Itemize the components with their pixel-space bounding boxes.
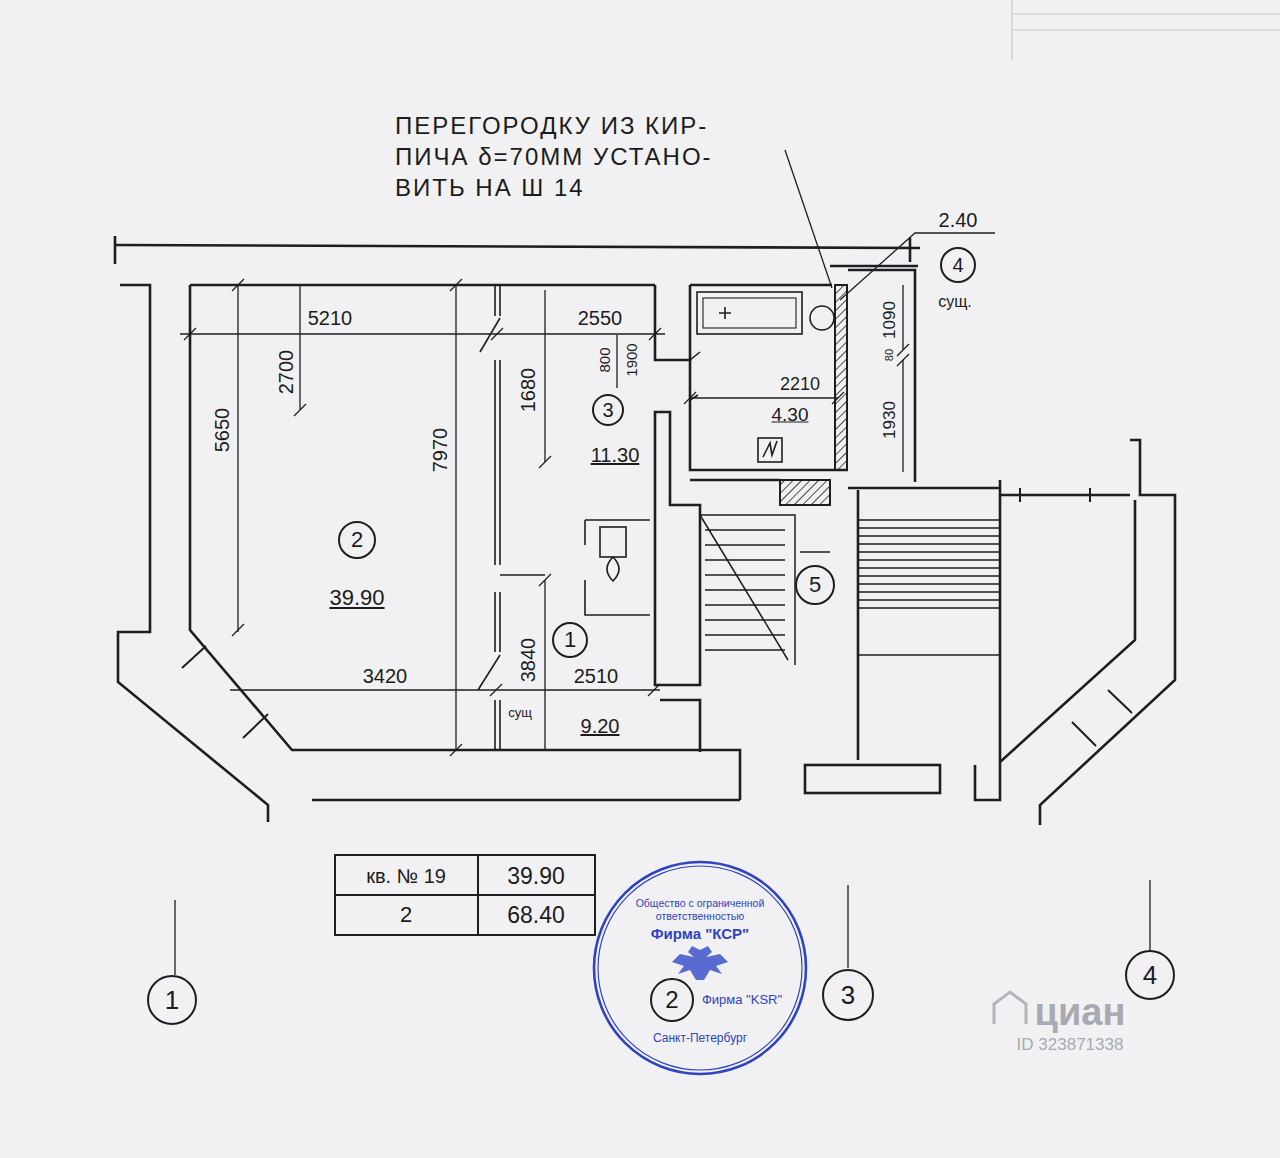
room-area: 9.20: [581, 716, 620, 736]
table-cell: 39.90: [507, 865, 565, 888]
dimension: 5650: [212, 408, 232, 453]
room-area: 11.30: [591, 445, 640, 465]
axis-bubble: 2: [650, 978, 694, 1022]
dimension: 2210: [780, 375, 820, 393]
dimension: 2550: [578, 308, 623, 328]
dimension: 2510: [574, 666, 619, 686]
node-text: 4: [952, 255, 963, 275]
window-jambs: [182, 488, 1132, 746]
axis-bubble: 4: [1125, 950, 1175, 1000]
dimension: 80: [884, 349, 895, 361]
node-text: 4: [1143, 962, 1157, 988]
dimension: 2.40: [939, 210, 978, 230]
partition: [478, 285, 545, 750]
dimension: 2700: [276, 350, 296, 395]
room-area: 11.30: [591, 445, 640, 465]
room-area: 39.90: [329, 587, 384, 609]
table-cell: 68.40: [507, 904, 565, 927]
watermark: циан: [1035, 993, 1126, 1031]
stamp-eagle: [672, 946, 728, 980]
watermark-id: ID 323871338: [1017, 1036, 1124, 1053]
dimension: 800: [597, 347, 612, 372]
node-text: 2: [351, 529, 363, 551]
room-area: 39.90: [329, 587, 384, 609]
brick-partition: [835, 285, 847, 470]
dimension: 2550: [578, 308, 623, 328]
existing-note: сущ: [508, 706, 532, 719]
dimension: 5210: [308, 308, 353, 328]
node-text: 3: [841, 982, 855, 1008]
existing-note: сущ.: [938, 294, 972, 310]
node-text: 1: [165, 987, 179, 1013]
axis-bubble: 1: [147, 975, 197, 1025]
room-number: 3: [592, 394, 624, 426]
construction-note: ПЕРЕГОРОДКУ ИЗ КИР- ПИЧА δ=70ММ УСТАНО- …: [395, 110, 780, 204]
dimension: 2210: [780, 375, 820, 393]
stamp-ring: [594, 862, 806, 1074]
hatched-block: [780, 480, 830, 505]
dimension: 7970: [430, 428, 450, 473]
stamp-text: Санкт-Петербург: [653, 1031, 747, 1045]
dimension: 1680: [518, 368, 538, 413]
dimension: 80: [884, 349, 895, 361]
stairs: [700, 515, 1000, 665]
table-cell: кв. № 19: [366, 866, 446, 886]
dimension: 3420: [363, 666, 408, 686]
watermark: циан: [1035, 993, 1126, 1031]
dimension: 5650: [212, 408, 232, 453]
construction-note: ПЕРЕГОРОДКУ ИЗ КИР- ПИЧА δ=70ММ УСТАНО- …: [395, 110, 780, 204]
table-cell: 68.40: [507, 904, 565, 927]
company-stamp: Общество с ограниченной ответственностью…: [592, 860, 808, 1076]
dimension: 2510: [574, 666, 619, 686]
dimension: 1900: [624, 343, 639, 376]
table-cell: 39.90: [507, 865, 565, 888]
dimension: 3840: [518, 638, 538, 683]
dimension: 1680: [518, 368, 538, 413]
dimension: 1930: [881, 401, 898, 439]
room-area: 4.30: [772, 405, 809, 424]
node-text: 5: [809, 574, 821, 596]
area-table: [335, 855, 595, 935]
dimension: 1900: [624, 343, 639, 376]
table-cell: 2: [400, 904, 412, 926]
dimension: 2700: [276, 350, 296, 395]
node-text: 2: [665, 988, 678, 1012]
room-number: 1: [552, 622, 588, 658]
dimension: 5210: [308, 308, 353, 328]
stamp-text: Общество с ограниченной ответственностью: [625, 897, 775, 922]
fixtures: [585, 292, 834, 615]
dimension: 7970: [430, 428, 450, 473]
dimension: 1090: [881, 301, 898, 339]
dimension: 800: [597, 347, 612, 372]
node-text: 1: [564, 629, 576, 651]
existing-note: сущ: [508, 706, 532, 719]
room-number: 2: [338, 521, 376, 559]
stamp-ring: [598, 866, 802, 1070]
axis-bubble: 4: [940, 247, 976, 283]
table-cell: 2: [400, 904, 412, 926]
room-area: 4.30: [772, 405, 809, 424]
room-number: 5: [795, 565, 835, 605]
axis-bubble: 3: [822, 969, 874, 1021]
node-text: 3: [602, 400, 613, 420]
dimension-lines: [175, 150, 1150, 975]
dimension: 1930: [881, 401, 898, 439]
watermark-id: ID 323871338: [1017, 1036, 1124, 1053]
existing-note: сущ.: [938, 294, 972, 310]
walls: [115, 236, 1175, 825]
watermark-logo: [994, 992, 1026, 1024]
dimension: 3420: [363, 666, 408, 686]
page-fold: [1012, 0, 1280, 60]
dimension: 3840: [518, 638, 538, 683]
stamp-text: Фирма "KSR": [702, 992, 782, 1008]
dimension: 1090: [881, 301, 898, 339]
table-cell: кв. № 19: [366, 866, 446, 886]
dimension: 2.40: [939, 210, 978, 230]
stamp-text: Фирма "КСР": [651, 925, 749, 943]
room-area: 9.20: [581, 716, 620, 736]
